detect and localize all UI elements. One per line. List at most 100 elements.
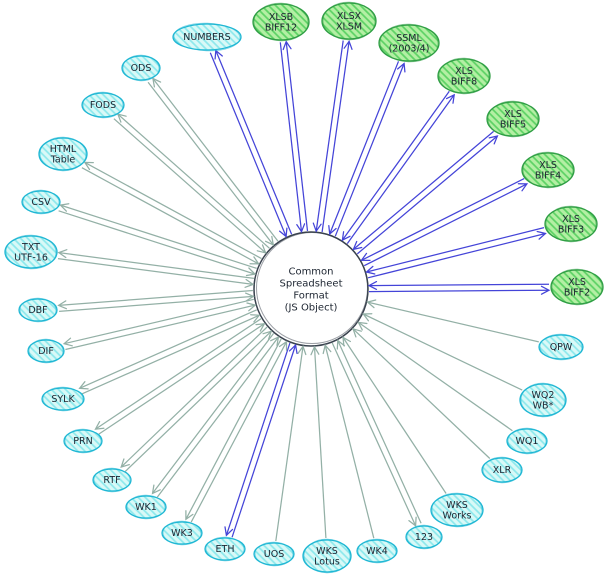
- format-node-fods: FODS: [81, 91, 125, 119]
- format-node-csv: CSV: [21, 189, 61, 215]
- edge-l123: [331, 339, 422, 528]
- format-node-label: WK4: [366, 546, 388, 557]
- svg-text:Format: Format: [293, 291, 328, 302]
- format-node-label: SYLK: [51, 394, 75, 405]
- format-node-label: RTF: [103, 475, 120, 486]
- svg-text:Common: Common: [288, 267, 333, 278]
- format-node-label: (2003/4): [389, 44, 430, 55]
- format-node-label: ODS: [131, 63, 152, 74]
- edge-ssml: [328, 61, 406, 237]
- format-node-eth: ETH: [204, 536, 246, 562]
- format-node-label: HTML: [50, 144, 77, 155]
- edge-wq2: [362, 313, 523, 391]
- format-node-label: UOS: [264, 549, 284, 560]
- edge-fods: [113, 113, 270, 254]
- format-node-ssml: SSML(2003/4): [378, 23, 440, 63]
- format-node-label: UTF-16: [14, 252, 48, 263]
- format-node-label: WB*: [533, 400, 554, 411]
- format-node-label: XLS: [568, 277, 586, 288]
- edge-dbf: [57, 289, 255, 313]
- format-node-label: ETH: [216, 544, 235, 555]
- center-node: [253, 231, 369, 347]
- format-node-label: QPW: [550, 342, 573, 353]
- format-node-uos: UOS: [253, 541, 295, 567]
- edge-biff5: [352, 130, 499, 255]
- format-node-wk4: WK4: [356, 538, 398, 564]
- format-node-prn: PRN: [63, 428, 103, 454]
- format-node-label: XLS: [455, 66, 473, 77]
- format-node-rtf: RTF: [92, 467, 132, 493]
- edge-wk1: [151, 333, 280, 498]
- edge-html: [81, 161, 262, 265]
- edge-xlsb: [279, 40, 309, 234]
- edge-biff3: [365, 226, 547, 279]
- edge-prn: [94, 318, 266, 435]
- edge-csv: [58, 203, 257, 277]
- format-node-label: BIFF3: [558, 224, 584, 235]
- format-node-l123: 123: [405, 524, 443, 550]
- svg-text:Spreadsheet: Spreadsheet: [280, 279, 343, 290]
- format-node-label: DIF: [38, 346, 54, 357]
- format-node-ods: ODS: [121, 54, 161, 82]
- format-node-label: XLS: [539, 160, 557, 171]
- edge-txt: [57, 249, 255, 288]
- format-node-dif: DIF: [27, 338, 65, 364]
- edge-rtf: [120, 326, 273, 472]
- format-node-label: CSV: [31, 197, 51, 208]
- format-node-label: XLSM: [336, 21, 362, 32]
- format-node-label: BIFF12: [265, 22, 297, 33]
- format-node-label: PRN: [73, 436, 92, 447]
- format-node-label: WQ1: [516, 436, 539, 447]
- format-node-label: 123: [415, 532, 433, 543]
- format-node-label: DBF: [28, 305, 47, 316]
- format-node-label: BIFF8: [451, 77, 477, 88]
- format-node-label: WK3: [171, 528, 193, 539]
- format-node-qpw: QPW: [538, 333, 584, 361]
- format-node-sylk: SYLK: [41, 386, 85, 412]
- edge-wk4: [322, 343, 375, 539]
- format-node-dbf: DBF: [18, 297, 58, 323]
- edge-dif: [62, 298, 257, 351]
- edge-eth: [224, 342, 298, 538]
- format-node-label: SSML: [396, 33, 422, 44]
- edge-xlr: [352, 327, 491, 459]
- edge-qpw: [366, 299, 539, 343]
- edge-wq1: [357, 321, 513, 432]
- format-node-label: WKS: [446, 500, 468, 511]
- format-node-label: FODS: [90, 100, 116, 111]
- format-node-label: BIFF4: [535, 170, 561, 181]
- format-node-label: WKS: [316, 546, 338, 557]
- format-node-label: Works: [442, 511, 471, 522]
- format-node-label: TXT: [21, 242, 40, 253]
- edge-wk3: [185, 338, 288, 523]
- format-node-label: XLSB: [269, 12, 293, 23]
- format-node-label: WQ2: [532, 390, 555, 401]
- format-node-label: Table: [50, 154, 76, 165]
- edge-wks-works: [342, 336, 447, 494]
- format-node-label: XLS: [504, 109, 522, 120]
- edge-uos: [275, 345, 307, 542]
- format-node-label: XLSX: [337, 11, 362, 22]
- edge-sylk: [78, 309, 261, 395]
- edge-xlsx: [312, 39, 353, 233]
- format-node-numbers: NUMBERS: [172, 22, 242, 52]
- edge-ods: [147, 77, 279, 246]
- format-node-wk1: WK1: [125, 494, 167, 520]
- format-node-label: NUMBERS: [183, 32, 230, 43]
- format-node-wk3: WK3: [161, 520, 203, 546]
- edges: [57, 39, 551, 542]
- format-node-label: XLS: [562, 214, 580, 225]
